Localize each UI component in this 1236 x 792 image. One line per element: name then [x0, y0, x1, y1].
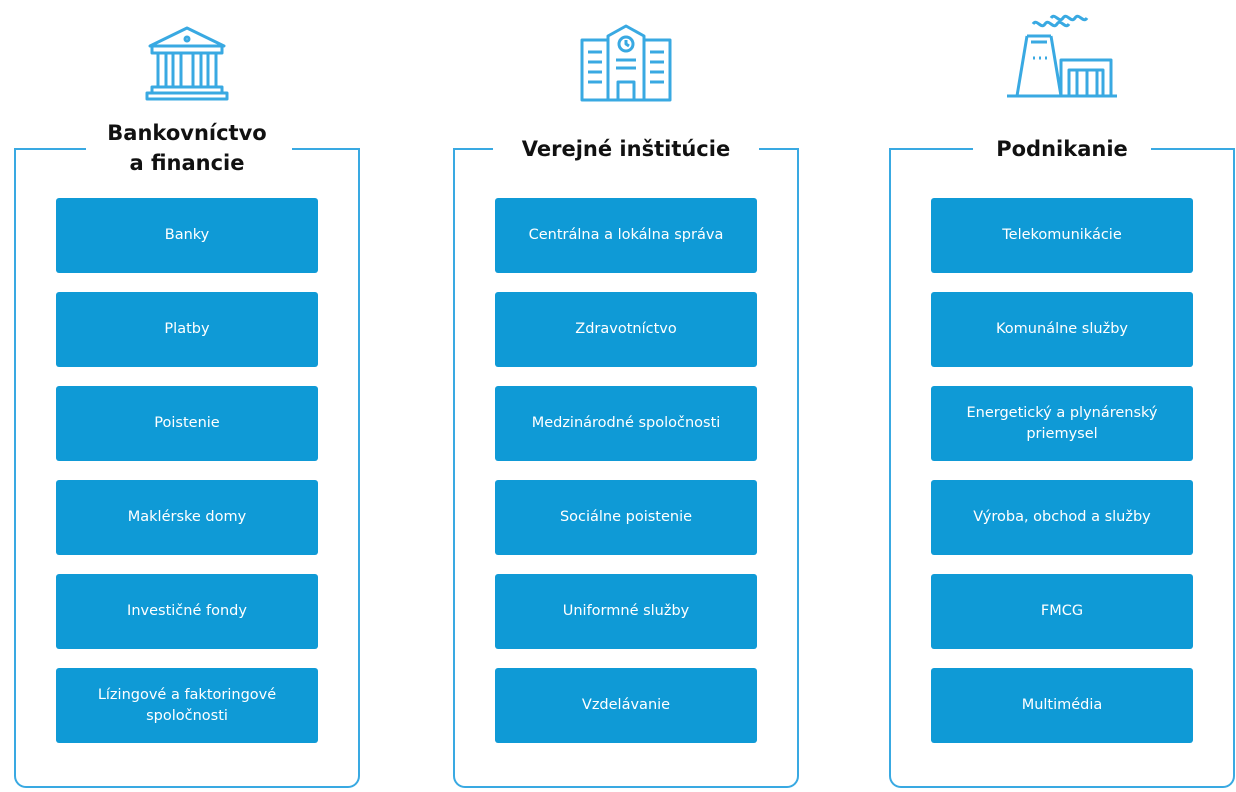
category-item[interactable]: Platby [56, 292, 318, 367]
category-item[interactable]: Investičné fondy [56, 574, 318, 649]
category-item[interactable]: Banky [56, 198, 318, 273]
public-institution-building-icon [580, 24, 672, 102]
factory-icon [1007, 14, 1117, 98]
column-title: Bankovníctvo a financie [107, 121, 267, 175]
bank-building-icon [145, 26, 229, 101]
panel-border-left [889, 148, 973, 150]
panel-border-left [453, 148, 493, 150]
category-panel [14, 148, 360, 788]
category-panel [453, 148, 799, 788]
category-item[interactable]: Výroba, obchod a služby [931, 480, 1193, 555]
column-title: Podnikanie [996, 137, 1128, 161]
category-item[interactable]: Komunálne služby [931, 292, 1193, 367]
column-public-institutions: Verejné inštitúcie Centrálna a lokálna s… [453, 0, 799, 792]
column-banking: Bankovníctvo a financie Banky Platby Poi… [14, 0, 360, 792]
category-list: Telekomunikácie Komunálne služby Energet… [931, 198, 1193, 762]
category-item[interactable]: Medzinárodné spoločnosti [495, 386, 757, 461]
category-item[interactable]: FMCG [931, 574, 1193, 649]
category-item[interactable]: Vzdelávanie [495, 668, 757, 743]
category-list: Banky Platby Poistenie Maklérske domy In… [56, 198, 318, 762]
panel-border-left [14, 148, 86, 150]
category-item[interactable]: Poistenie [56, 386, 318, 461]
category-item[interactable]: Energetický a plynárenský priemysel [931, 386, 1193, 461]
category-item[interactable]: Uniformné služby [495, 574, 757, 649]
category-item[interactable]: Maklérske domy [56, 480, 318, 555]
category-item[interactable]: Zdravotníctvo [495, 292, 757, 367]
category-item[interactable]: Lízingové a faktoringové spoločnosti [56, 668, 318, 743]
column-business: Podnikanie Telekomunikácie Komunálne slu… [889, 0, 1235, 792]
category-item[interactable]: Sociálne poistenie [495, 480, 757, 555]
category-panel [889, 148, 1235, 788]
category-item[interactable]: Centrálna a lokálna správa [495, 198, 757, 273]
panel-border-right [292, 148, 360, 150]
panel-border-right [759, 148, 799, 150]
panel-border-right [1151, 148, 1235, 150]
category-list: Centrálna a lokálna správa Zdravotníctvo… [495, 198, 757, 762]
category-item[interactable]: Multimédia [931, 668, 1193, 743]
category-item[interactable]: Telekomunikácie [931, 198, 1193, 273]
column-title: Verejné inštitúcie [521, 137, 731, 161]
